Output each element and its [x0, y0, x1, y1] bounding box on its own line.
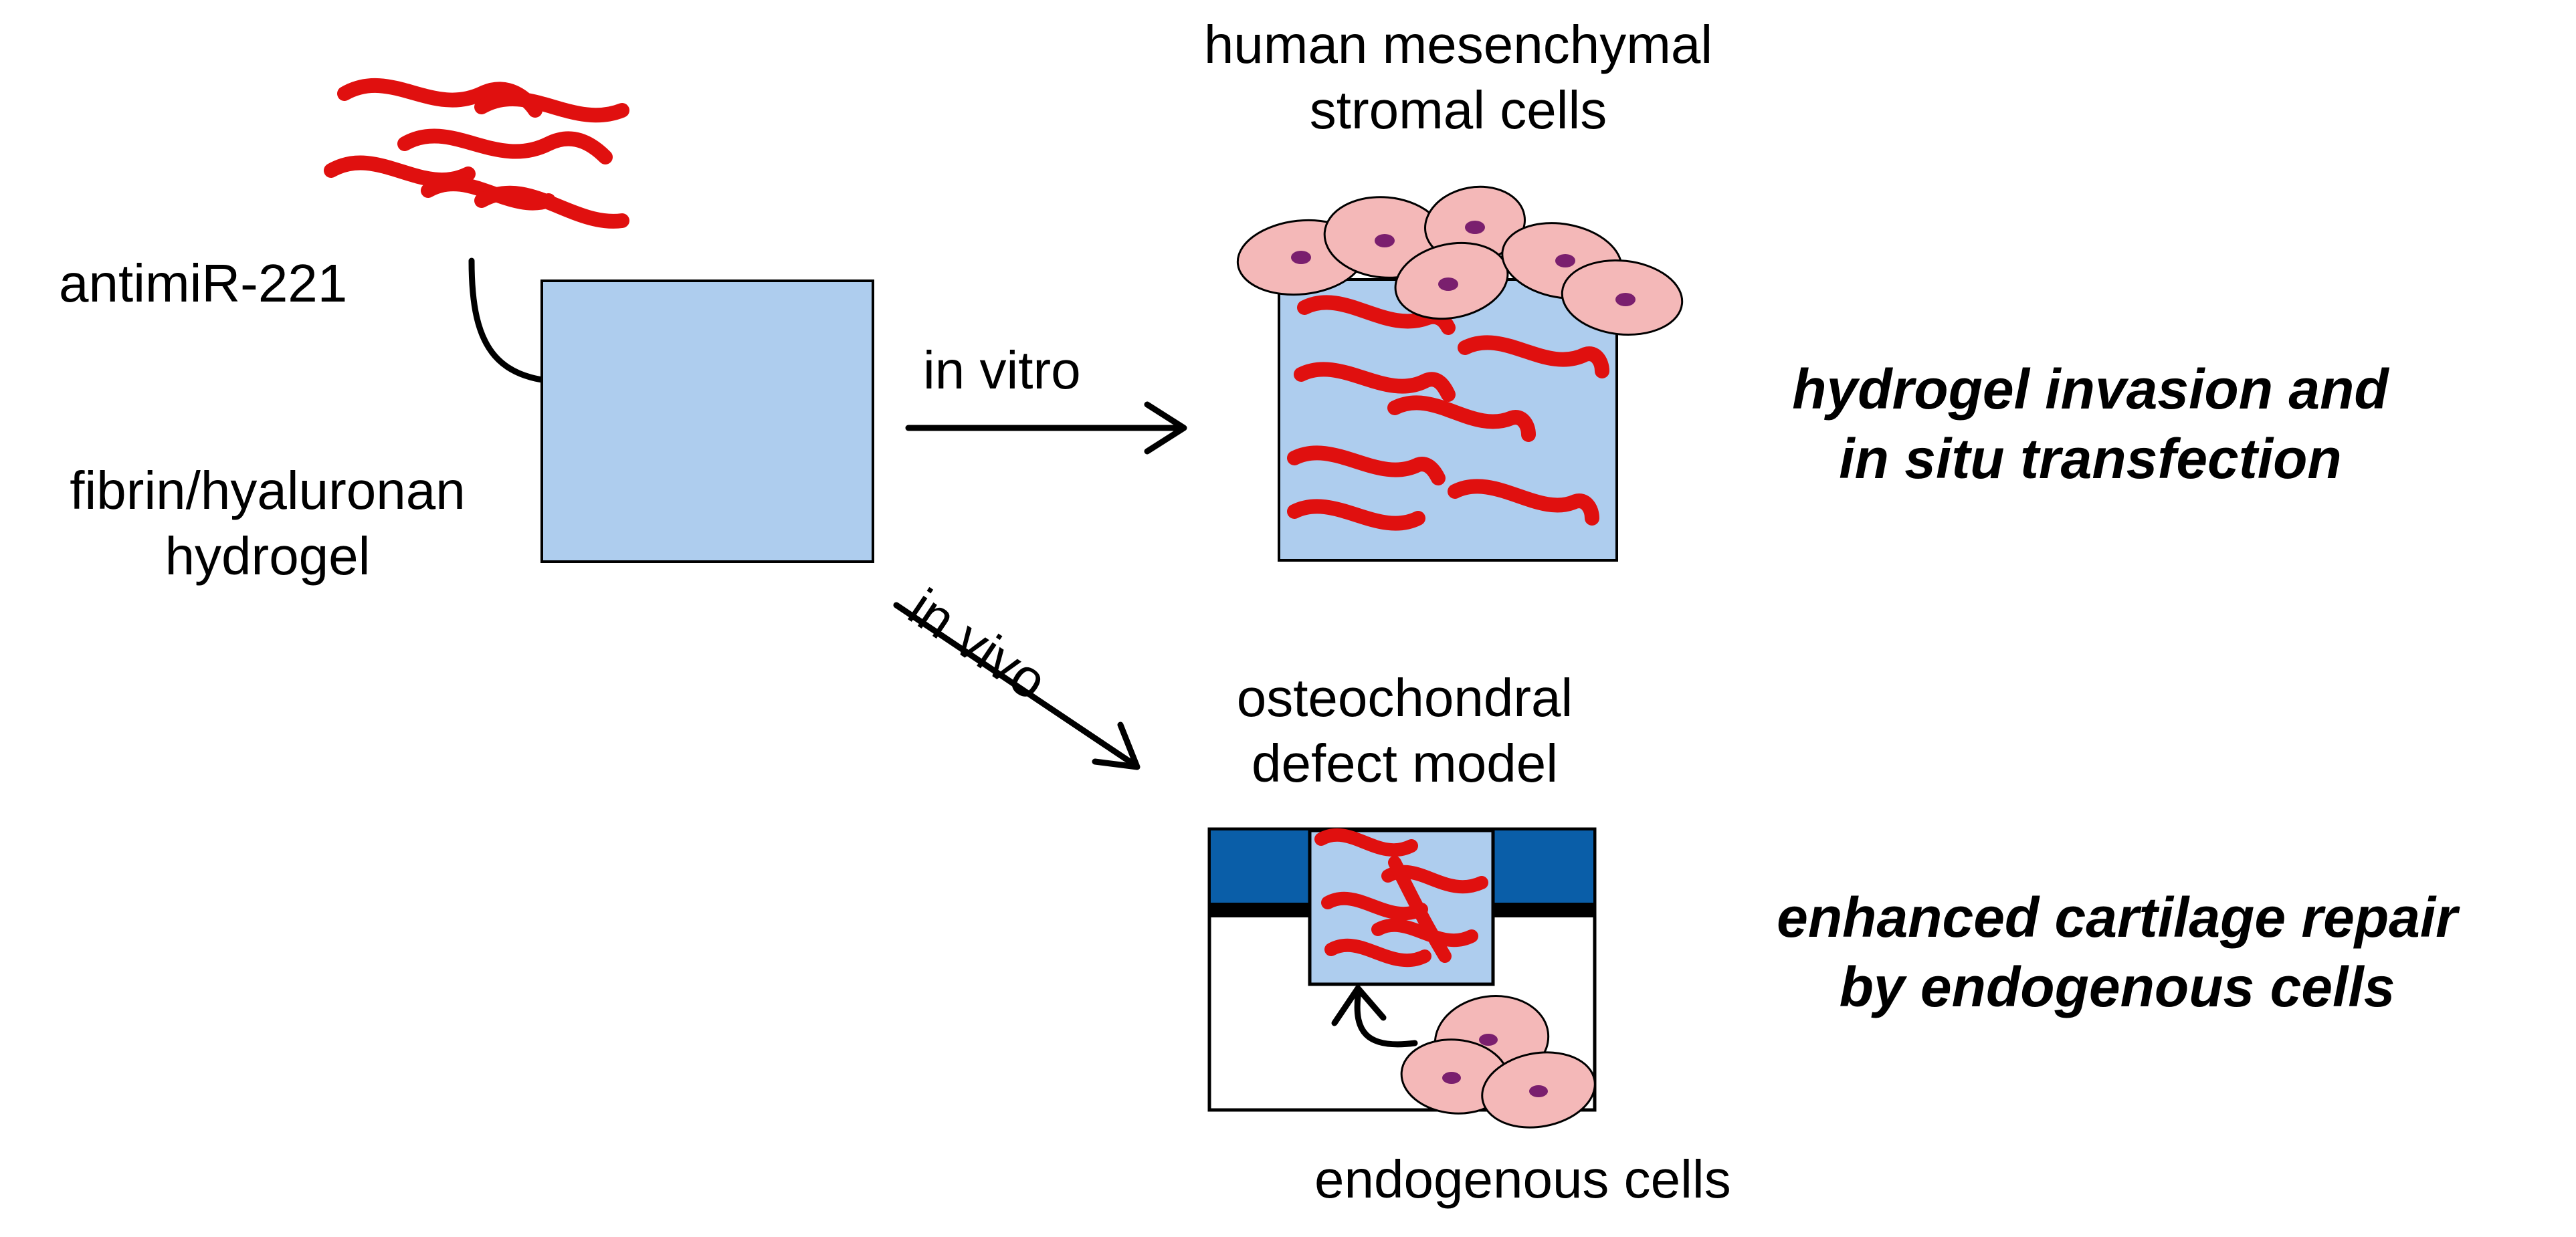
- label-hmsc-line2: stromal cells: [1309, 80, 1607, 140]
- label-fibrin-line1: fibrin/hyaluronan: [70, 461, 466, 520]
- cartilage-left: [1211, 830, 1310, 903]
- outcome-in-vivo-line2: by endogenous cells: [1839, 955, 2395, 1018]
- antimir-strand: [1287, 445, 1446, 485]
- arrow-in-vivo: [893, 602, 1141, 770]
- antimir-strand: [1448, 479, 1599, 526]
- arrow-cell-migration: [1331, 985, 1418, 1048]
- tidemark-right: [1493, 903, 1593, 917]
- cartilage-right: [1493, 830, 1593, 903]
- label-fibrin-line2: hydrogel: [165, 526, 371, 586]
- antimir-strand: [1324, 938, 1431, 968]
- antimir-strand: [1287, 499, 1425, 531]
- outcome-in-vitro-line2: in situ transfection: [1839, 427, 2342, 490]
- label-in-vitro: in vitro: [923, 340, 1081, 400]
- antimir-strand: [397, 128, 613, 164]
- label-hmsc: human mesenchymal stromal cells: [1124, 12, 1793, 143]
- outcome-in-vitro-line1: hydrogel invasion and: [1792, 358, 2389, 421]
- tidemark-left: [1211, 903, 1310, 917]
- label-endogenous-cells: endogenous cells: [1314, 1149, 1731, 1209]
- outcome-in-vivo-line1: enhanced cartilage repair: [1777, 886, 2458, 949]
- label-fibrin-hydrogel: fibrin/hyaluronan hydrogel: [13, 458, 522, 589]
- cell: [1481, 1051, 1596, 1129]
- antimir-strand: [1371, 918, 1478, 947]
- antimir-strand: [474, 185, 629, 229]
- antimir-strand: [1388, 856, 1452, 963]
- antimir-strand: [1294, 362, 1456, 402]
- antimir-strand: [1314, 828, 1418, 857]
- label-osteo-line1: osteochondral: [1236, 668, 1573, 727]
- label-antimir: antimiR-221: [59, 253, 348, 313]
- hydrogel-block: [540, 279, 874, 563]
- antimir-strands-free: [324, 78, 629, 229]
- arrow-in-vitro: [905, 401, 1187, 455]
- endogenous-cells: [1400, 995, 1596, 1129]
- label-hmsc-line1: human mesenchymal: [1203, 15, 1713, 74]
- label-osteo-line2: defect model: [1251, 734, 1559, 793]
- antimir-strands-in-vitro: [1287, 295, 1609, 531]
- antimir-strand: [1321, 891, 1428, 921]
- cell: [1561, 259, 1684, 336]
- antimir-strand: [474, 92, 629, 123]
- outcome-in-vivo: enhanced cartilage repair by endogenous …: [1686, 883, 2549, 1022]
- antimir-strands-defect: [1314, 828, 1488, 968]
- label-osteochondral: osteochondral defect model: [1151, 665, 1659, 796]
- outcome-in-vitro: hydrogel invasion and in situ transfecti…: [1699, 354, 2482, 493]
- antimir-strand: [1387, 395, 1536, 442]
- hmsc-cells: [1236, 185, 1684, 336]
- antimir-strand: [1458, 335, 1609, 378]
